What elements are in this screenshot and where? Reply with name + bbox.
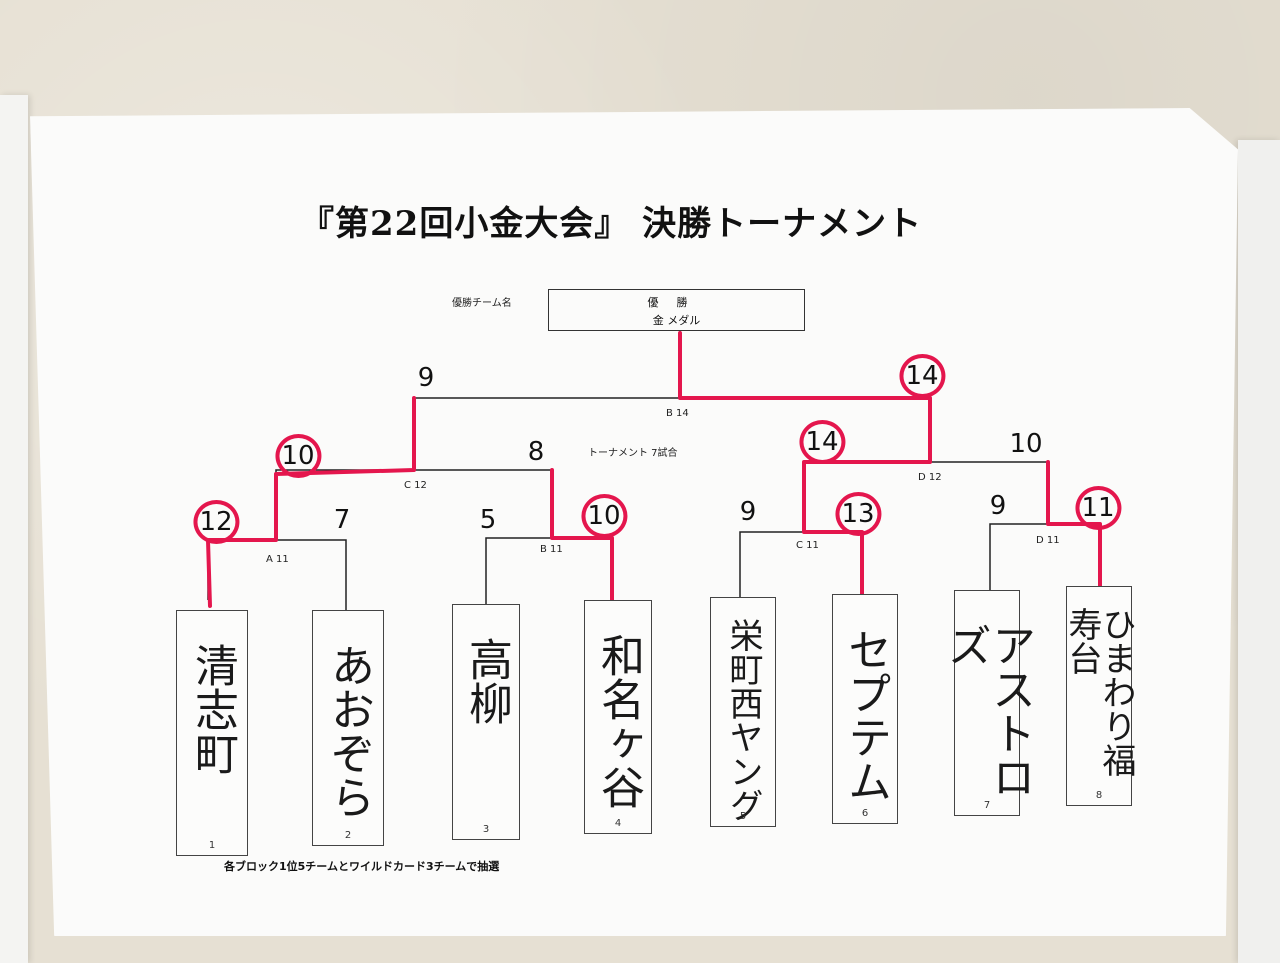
team-number: 2 <box>344 830 352 841</box>
team-box-7: アストロズ 7 <box>940 590 1035 816</box>
team-box-5: 栄町西ヤング 5 <box>710 597 776 827</box>
score-team-2: 7 <box>333 505 351 535</box>
team-box-1: 清志町 1 <box>176 610 248 856</box>
winner-path-right-b <box>1046 460 1102 590</box>
team-number: 7 <box>983 800 991 811</box>
match-label-c11: C 11 <box>796 540 819 551</box>
winner-path-right <box>678 331 932 596</box>
winner-label: 優勝チーム名 <box>452 298 512 309</box>
score-semifinal-left-a: 10 <box>281 441 315 471</box>
team-box-2: あおぞら 2 <box>312 610 384 846</box>
score-semifinal-right-b: 10 <box>1009 429 1043 459</box>
team-number: 5 <box>739 811 747 822</box>
match-label-c12: C 12 <box>404 480 427 491</box>
winner-path-left <box>206 396 416 608</box>
team-box-4: 和名ヶ谷 4 <box>584 600 652 834</box>
score-team-4: 10 <box>587 501 621 531</box>
team-name: あおぞら <box>323 643 374 819</box>
score-team-8: 11 <box>1081 493 1115 523</box>
score-final-left: 9 <box>417 363 435 393</box>
winner-path-left-b <box>550 468 614 604</box>
team-name: ひまわり福寿台 <box>1062 607 1136 777</box>
total-games-note: トーナメント 7試合 <box>588 448 678 459</box>
match-label-d12: D 12 <box>918 472 942 483</box>
adjacent-paper-left <box>0 95 28 963</box>
team-name: 栄町西ヤング <box>723 618 763 822</box>
team-number: 4 <box>614 818 622 829</box>
team-name: 高柳 <box>461 637 512 725</box>
score-semifinal-left-b: 8 <box>527 437 545 467</box>
team-name: セプテム <box>840 627 891 803</box>
footnote: 各ブロック1位5チームとワイルドカード3チームで抽選 <box>224 860 500 873</box>
team-number: 3 <box>482 824 490 835</box>
match-label-d11: D 11 <box>1036 535 1060 546</box>
score-final-right: 14 <box>905 361 939 391</box>
team-name: 清志町 <box>187 643 238 775</box>
match-label-b14: B 14 <box>666 408 689 419</box>
page-title: 『第22回小金大会』 決勝トーナメント <box>300 204 923 244</box>
score-team-3: 5 <box>479 505 497 535</box>
winner-line2: 金 メダル <box>652 314 701 327</box>
team-box-3: 高柳 3 <box>452 604 520 840</box>
winner-box: 優勝 金 メダル <box>548 289 805 331</box>
team-number: 8 <box>1095 790 1103 801</box>
match-label-a11: A 11 <box>266 554 289 565</box>
bracket-a11 <box>207 539 347 610</box>
score-team-6: 13 <box>841 499 875 529</box>
score-team-5: 9 <box>739 497 757 527</box>
team-name: 和名ヶ谷 <box>593 633 644 809</box>
match-label-b11: B 11 <box>540 544 563 555</box>
adjacent-paper-right <box>1238 140 1280 963</box>
score-semifinal-right-a: 14 <box>805 427 839 457</box>
team-number: 1 <box>208 840 216 851</box>
winner-line1: 優勝 <box>647 296 706 309</box>
score-team-1: 12 <box>199 507 233 537</box>
team-number: 6 <box>861 808 869 819</box>
score-team-7: 9 <box>989 491 1007 521</box>
team-name: アストロズ <box>940 623 1035 799</box>
team-box-6: セプテム 6 <box>832 594 898 824</box>
team-box-8: ひまわり福寿台 8 <box>1062 586 1136 806</box>
